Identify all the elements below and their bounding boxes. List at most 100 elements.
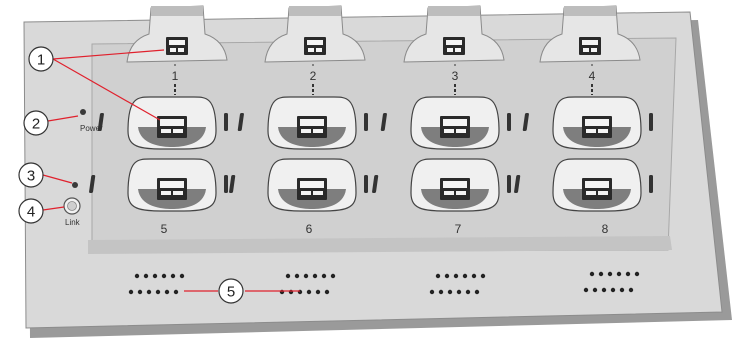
side-slot-right [649,175,653,193]
slot-number-5: 5 [161,222,168,236]
grille-hole [325,290,329,294]
grille-hole [430,290,434,294]
grille-hole [626,272,630,276]
slot-number-6: 6 [306,222,313,236]
top-usb-port-3 [443,37,465,55]
grille-hole [463,274,467,278]
top-tab-cap [289,6,341,16]
top-usb-port-1-contact [169,40,185,45]
grille-hole [617,272,621,276]
slot-number-2: 2 [310,69,317,83]
top-usb-port-4-contact [582,40,598,45]
callout-1-number: 1 [37,52,45,69]
side-slot-right [507,175,511,193]
grille-hole [135,274,139,278]
usb-port-6-contact [300,181,324,188]
usb-port-3-contact [443,119,467,126]
grille-hole [599,272,603,276]
grille-hole [316,290,320,294]
grille-hole [129,290,133,294]
callout-4: 4 [19,199,43,223]
top-usb-port-2-contact [307,40,323,45]
grille-hole [295,274,299,278]
grille-hole [171,274,175,278]
grille-hole [313,274,317,278]
usb-port-4-contact [585,119,609,126]
callout-2: 2 [24,111,48,135]
usb-port-3-pin-right [456,129,466,133]
grille-hole [629,288,633,292]
grille-hole [584,288,588,292]
grille-hole [165,290,169,294]
top-usb-port-3-contact [446,40,462,45]
grille-hole [156,290,160,294]
grille-hole [611,288,615,292]
side-slot-right [507,113,511,131]
grille-hole [608,272,612,276]
top-usb-port-4-pin-left [583,48,589,52]
usb-port-4-pin-left [586,129,596,133]
grille-hole [162,274,166,278]
callout-5: 5 [219,279,243,303]
top-usb-port-1-pin-left [170,48,176,52]
usb-port-5-pin-right [173,191,183,195]
usb-port-7-pin-right [456,191,466,195]
grille-hole [481,274,485,278]
usb-port-1-pin-left [161,129,171,133]
usb-port-2-pin-right [313,129,323,133]
usb-port-5-contact [160,181,184,188]
callout-5-number: 5 [227,284,235,301]
grille-hole [144,274,148,278]
top-usb-port-1-pin-right [178,48,184,52]
slot-number-8: 8 [602,222,609,236]
grille-hole [590,272,594,276]
top-usb-port-3-pin-left [447,48,453,52]
top-tab-cap [151,6,203,16]
top-usb-port-2-pin-right [316,48,322,52]
power-led [80,109,86,115]
link-label: Link [65,218,81,227]
grille-hole [180,274,184,278]
side-slot-right [224,175,228,193]
callout-1: 1 [29,47,53,71]
top-tab-cap [428,6,480,16]
side-slot-right [364,175,368,193]
usb-port-7-pin-left [444,191,454,195]
usb-port-5-pin-left [161,191,171,195]
grille-hole [322,274,326,278]
callout-4-number: 4 [27,204,35,221]
grille-hole [602,288,606,292]
usb-port-2-contact [300,119,324,126]
grille-hole [286,274,290,278]
top-usb-port-1 [166,37,188,55]
top-usb-port-4 [579,37,601,55]
grille-hole [147,290,151,294]
grille-hole [439,290,443,294]
grille-hole [472,274,476,278]
slot-number-3: 3 [452,69,459,83]
callout-2-number: 2 [32,116,40,133]
grille-hole [307,290,311,294]
grille-hole [331,274,335,278]
usb-port-1-pin-right [173,129,183,133]
top-tab-cap [564,6,616,16]
link-led [72,182,78,188]
slot-number-4: 4 [589,69,596,83]
grille-hole [445,274,449,278]
usb-port-8-pin-right [598,191,608,195]
grille-hole [454,274,458,278]
top-usb-port-2 [304,37,326,55]
top-usb-port-3-pin-right [455,48,461,52]
slot-number-7: 7 [455,222,462,236]
usb-port-6-pin-right [313,191,323,195]
usb-port-6-pin-left [301,191,311,195]
side-slot-right [649,113,653,131]
grille-hole [153,274,157,278]
grille-hole [593,288,597,292]
grille-hole [457,290,461,294]
usb-port-8-contact [585,181,609,188]
side-slot-right [364,113,368,131]
callout-3: 3 [19,163,43,187]
